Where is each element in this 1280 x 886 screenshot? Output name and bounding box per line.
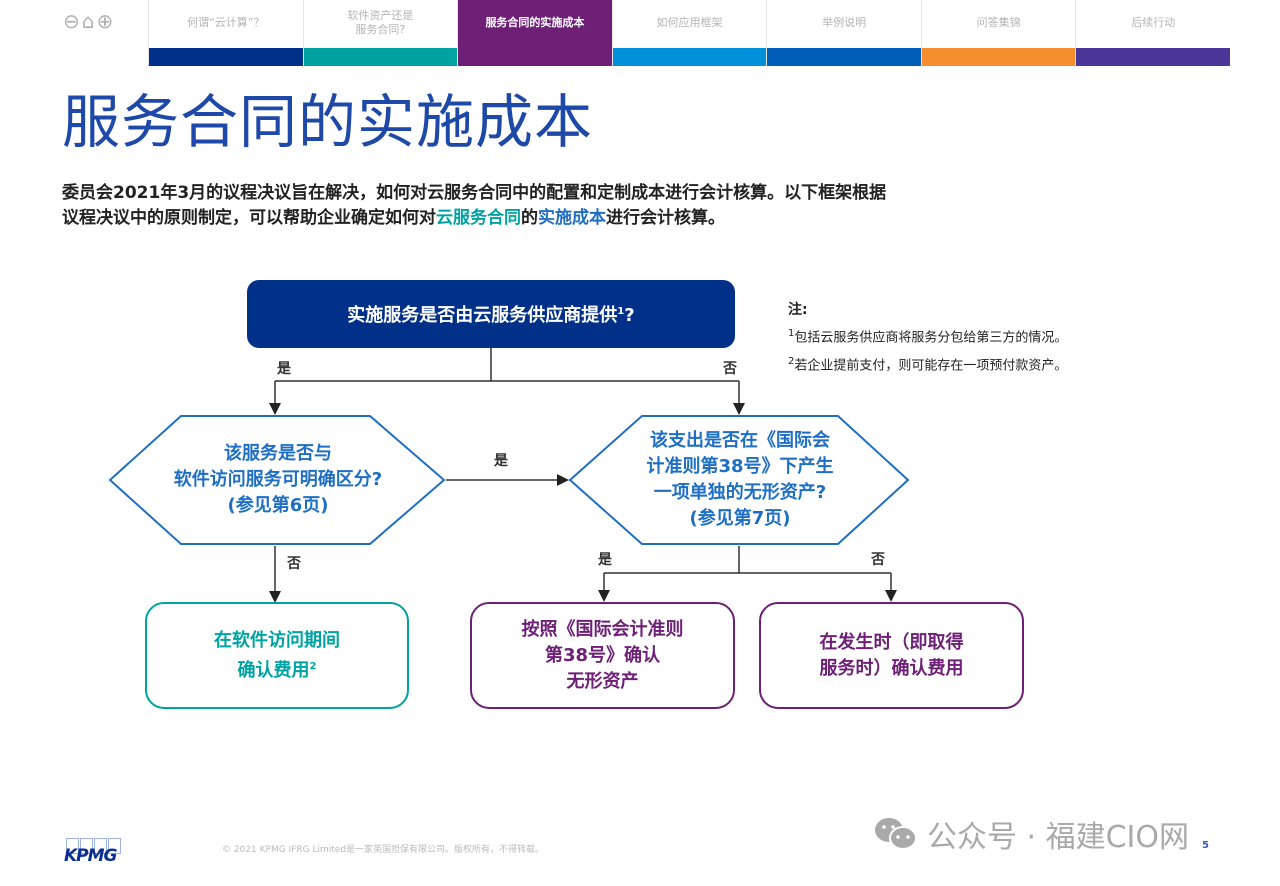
label-yes-3: 是 xyxy=(598,552,612,568)
back-icon[interactable]: ⊖ xyxy=(63,9,80,33)
outcome-2-box xyxy=(470,602,735,709)
label-no-1: 否 xyxy=(723,361,737,377)
forward-icon[interactable]: ⊕ xyxy=(96,9,114,33)
tab-qa[interactable]: 问答集锦 xyxy=(920,0,1076,66)
section-tabs: 何谓“云计算”？ 软件资产还是服务合同? 服务合同的实施成本 如何应用框架 举例… xyxy=(148,0,1231,66)
wechat-icon xyxy=(875,818,917,850)
label-no-3: 否 xyxy=(871,552,885,568)
tab-apply-framework[interactable]: 如何应用框架 xyxy=(611,0,767,66)
outcome-1-box xyxy=(145,602,409,709)
label-yes-2: 是 xyxy=(494,453,508,469)
intro-paragraph: 委员会2021年3月的议程决议旨在解决，如何对云服务合同中的配置和定制成本进行会… xyxy=(62,183,887,228)
outcome-3-box xyxy=(759,602,1024,709)
page-number: 5 xyxy=(1202,840,1209,851)
tab-color-bar xyxy=(458,48,612,66)
tab-color-bar xyxy=(149,48,303,66)
tab-next-steps[interactable]: 后续行动 xyxy=(1075,0,1231,66)
label-no-2: 否 xyxy=(287,556,301,572)
tab-color-bar xyxy=(612,48,767,66)
decision-left xyxy=(108,415,446,545)
nav-icons: ⊖ ⌂ ⊕ xyxy=(63,10,113,32)
start-box xyxy=(247,280,735,348)
tab-color-bar xyxy=(1076,48,1231,66)
decision-right xyxy=(568,415,910,545)
tab-implementation-cost[interactable]: 服务合同的实施成本 xyxy=(457,0,612,66)
watermark: 公众号 · 福建CIO网 xyxy=(873,812,1189,856)
home-icon[interactable]: ⌂ xyxy=(81,9,95,33)
outcome-3-text: 在发生时（即取得 服务时）确认费用 xyxy=(819,631,964,679)
tab-color-bar xyxy=(303,48,458,66)
decision-right-text: 该支出是否在《国际会 计准则第38号》下产生 一项单独的无形资产? (参见第7页… xyxy=(646,430,834,529)
page-title: 服务合同的实施成本 xyxy=(62,88,594,156)
note-2: 2若企业提前支付，则可能存在一项预付款资产。 xyxy=(788,356,1068,374)
tab-what-is-cloud[interactable]: 何谓“云计算”？ xyxy=(148,0,303,66)
copyright: © 2021 KPMG IFRG Limited是一家英国担保有限公司。版权所有… xyxy=(222,845,545,855)
connectors xyxy=(269,348,897,603)
footnotes: 注: 1包括云服务供应商将服务分包给第三方的情况。 2若企业提前支付，则可能存在… xyxy=(788,298,1067,379)
tab-examples[interactable]: 举例说明 xyxy=(766,0,921,66)
outcome-1-text: 在软件访问期间 确认费用2 xyxy=(214,629,340,681)
label-yes-1: 是 xyxy=(277,361,291,377)
tab-color-bar xyxy=(767,48,921,66)
note-1: 1包括云服务供应商将服务分包给第三方的情况。 xyxy=(788,328,1068,346)
outcome-2-text: 按照《国际会计准则 第38号》确认 无形资产 xyxy=(521,618,684,692)
start-question: 实施服务是否由云服务供应商提供1? xyxy=(347,305,635,326)
tab-color-bar xyxy=(921,48,1076,66)
decision-left-text: 该服务是否与 软件访问服务可明确区分? (参见第6页) xyxy=(173,443,383,516)
tab-software-or-service[interactable]: 软件资产还是服务合同? xyxy=(302,0,458,66)
kpmg-logo: KPMG xyxy=(64,838,121,866)
